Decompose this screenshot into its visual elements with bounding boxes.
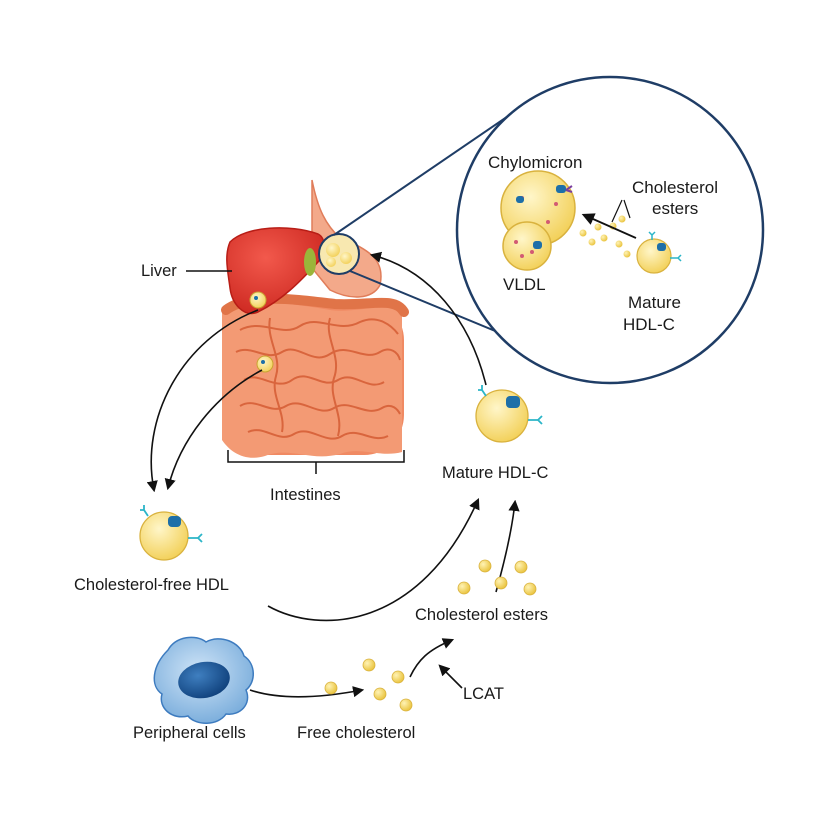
inset-ester-beads [579, 215, 631, 258]
arrow-free-hdl-to-mature [267, 497, 480, 622]
intestines-illustration [221, 293, 409, 458]
arrow-liver-to-hdl [146, 309, 259, 493]
digestive-organs [221, 179, 409, 458]
vldl-particle [502, 221, 552, 271]
inset-mature-label-1: Mature [628, 293, 681, 312]
liver-illustration [226, 227, 325, 315]
cholesterol-esters-label: Cholesterol esters [415, 606, 548, 624]
arrow-hdl-to-liver [369, 251, 487, 386]
gallbladder [304, 248, 316, 276]
intestines-label: Intestines [270, 486, 341, 504]
mature-hdl-particle [475, 385, 543, 443]
cholesterol-free-hdl-particle [139, 505, 203, 561]
chylomicron-label: Chylomicron [488, 153, 582, 172]
cholesterol-free-hdl-label: Cholesterol-free HDL [74, 576, 229, 594]
inset-arrow [581, 213, 637, 239]
inset-circle-border [455, 75, 765, 385]
cholesterol-ester-beads [457, 559, 537, 596]
zoom-source-circle [318, 233, 360, 275]
peripheral-cells-label: Peripheral cells [133, 724, 246, 742]
inset-esters-label-1: Cholesterol [632, 178, 718, 197]
inset-mature-label-2: HDL-C [623, 315, 675, 334]
lcat-label: LCAT [463, 685, 504, 703]
free-cholesterol-label: Free cholesterol [297, 724, 415, 742]
intestines-bracket [227, 450, 405, 474]
liver-particle [249, 291, 267, 309]
zoom-line-bottom [349, 270, 518, 341]
intestine-particle [256, 355, 274, 373]
arrow-free-to-esters [409, 638, 455, 678]
inset-esters-label-2: esters [652, 199, 698, 218]
arrow-intestine-to-hdl [164, 369, 263, 491]
zoom-line-top [333, 109, 518, 236]
free-cholesterol-beads [324, 658, 413, 712]
lcat-arrow [438, 664, 463, 689]
mature-hdl-label: Mature HDL-C [442, 464, 548, 482]
liver-label: Liver [141, 262, 177, 280]
vldl-label: VLDL [503, 275, 546, 294]
esters-pointer [611, 199, 631, 223]
peripheral-cell [153, 636, 254, 724]
inset-mature-hdl-particle [636, 231, 682, 274]
arrow-cells-to-free-cholesterol [249, 686, 365, 698]
inset-zoom: Chylomicron VLDL Cholesterol esters Matu… [455, 75, 765, 385]
